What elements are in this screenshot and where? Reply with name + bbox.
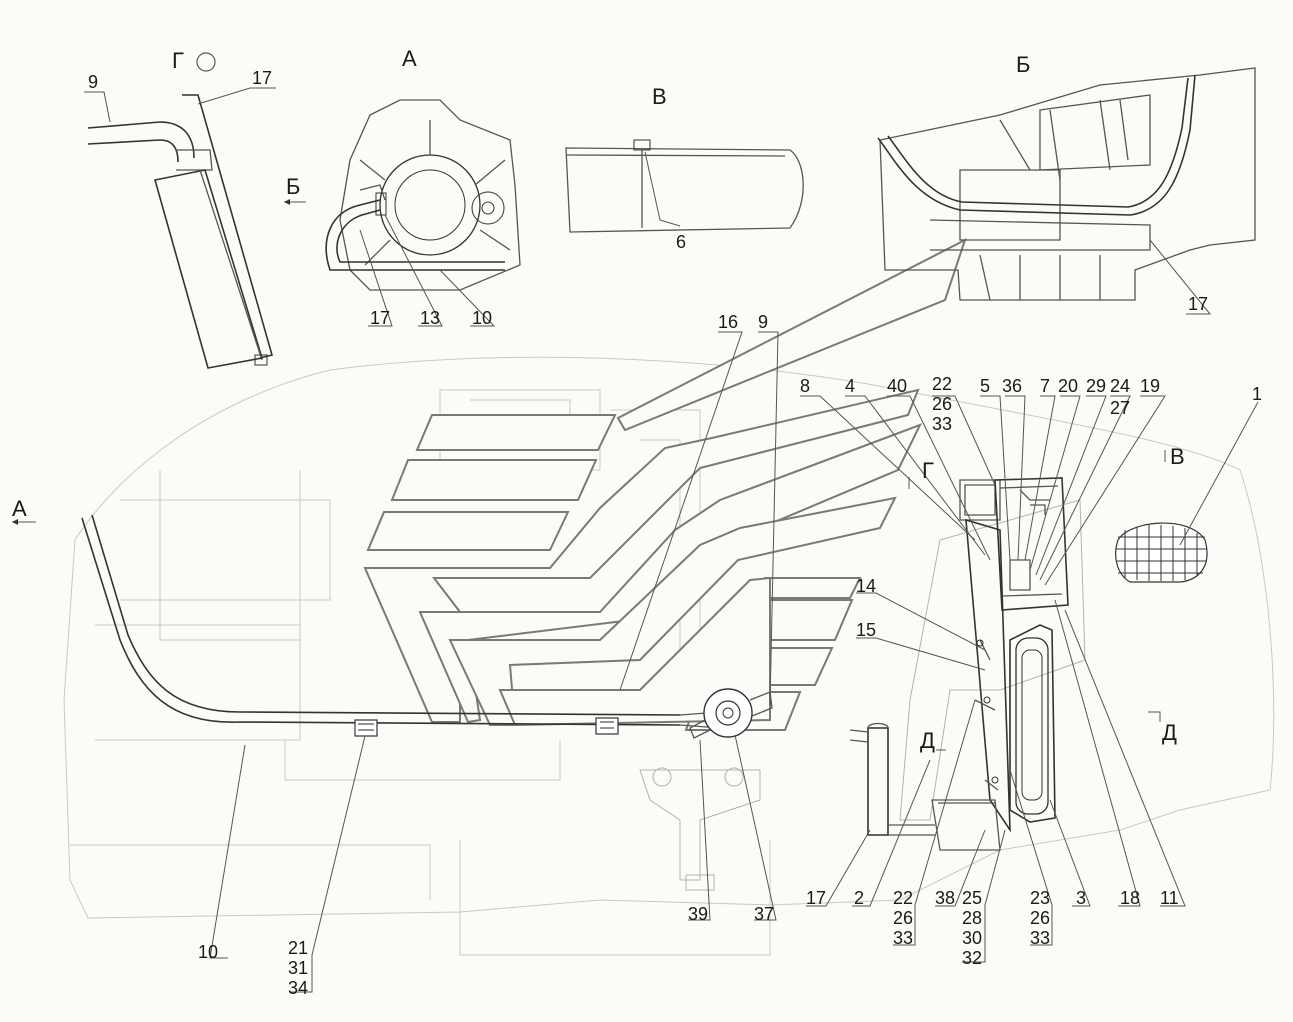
part-number-17-b: 17 [1188,294,1208,314]
part-number-33-right: 33 [1030,928,1050,948]
part-number-29: 29 [1086,376,1106,396]
part-number-1: 1 [1252,384,1262,404]
part-number-15: 15 [856,620,876,640]
view-arrow-label-B: Б [286,174,300,199]
part-number-24: 24 [1110,376,1130,396]
part-number-39: 39 [688,904,708,924]
part-number-5: 5 [980,376,990,396]
leader-lines [84,87,1259,993]
zoom-callout-shapes [363,237,967,731]
part-number-9-inset: 9 [88,72,98,92]
part-number-9: 9 [758,312,768,332]
part-numbers: 9 17 17 13 10 6 17 16 9 8 4 40 22 26 33 … [88,68,1262,998]
inset-view-G [87,52,273,369]
part-number-20: 20 [1058,376,1078,396]
part-number-11: 11 [1160,888,1179,908]
part-number-17-a: 17 [370,308,390,328]
view-arrow-label-V: В [1170,444,1185,469]
part-number-17-inset: 17 [252,68,272,88]
part-number-22-top: 22 [932,374,952,394]
part-number-25: 25 [962,888,982,908]
part-number-6: 6 [676,232,686,252]
part-number-28: 28 [962,908,982,928]
tractor-body-outline [63,356,1275,956]
part-number-27: 27 [1110,398,1130,418]
view-label-V-inset: В [652,84,667,109]
part-number-2: 2 [854,888,864,908]
pipe-17-lower [849,722,935,836]
inset-view-B [877,67,1256,301]
part-number-13: 13 [420,308,440,328]
view-label-B-inset: Б [1016,52,1030,77]
pipe-clamp-left [354,719,378,737]
view-arrow-label-G: Г [922,458,934,483]
part-number-26-bottom: 26 [893,908,913,928]
part-number-4: 4 [845,376,855,396]
part-number-16: 16 [718,312,738,332]
part-number-36: 36 [1002,376,1022,396]
part-number-18: 18 [1120,888,1140,908]
view-arrow-label-A: А [12,496,27,521]
view-label-G-inset: Г [172,48,184,73]
part-number-30: 30 [962,928,982,948]
part-number-17-bottom: 17 [806,888,826,908]
part-number-31: 31 [288,958,308,978]
part-number-22-bottom: 22 [893,888,913,908]
part-number-21: 21 [288,938,308,958]
part-number-26-right: 26 [1030,908,1050,928]
part-number-3: 3 [1076,888,1086,908]
pipe-clamp-right [595,717,619,735]
part-number-33-bottom: 33 [893,928,913,948]
grille-1 [1115,522,1208,583]
part-number-40: 40 [887,376,907,396]
part-number-10-a: 10 [472,308,492,328]
part-number-38: 38 [935,888,955,908]
part-number-37: 37 [754,904,774,924]
part-number-14: 14 [856,576,876,596]
part-number-8: 8 [800,376,810,396]
view-arrows [12,199,1166,751]
part-number-19: 19 [1140,376,1160,396]
view-label-A-inset: А [402,46,417,71]
part-number-26-top: 26 [932,394,952,414]
view-arrow-label-D-right: Д [1162,720,1177,745]
view-labels: Г А В Б Б А Г В Д Д [12,46,1185,753]
part-number-7: 7 [1040,376,1050,396]
heater-unit [899,477,1086,851]
inset-view-V [565,139,804,233]
valve-assembly [689,688,773,739]
part-number-10: 10 [198,942,218,962]
part-number-23: 23 [1030,888,1050,908]
part-number-32: 32 [962,948,982,968]
part-number-33-top: 33 [932,414,952,434]
inset-view-A [325,99,521,291]
view-arrow-label-D-left: Д [920,728,935,753]
part-number-34: 34 [288,978,308,998]
